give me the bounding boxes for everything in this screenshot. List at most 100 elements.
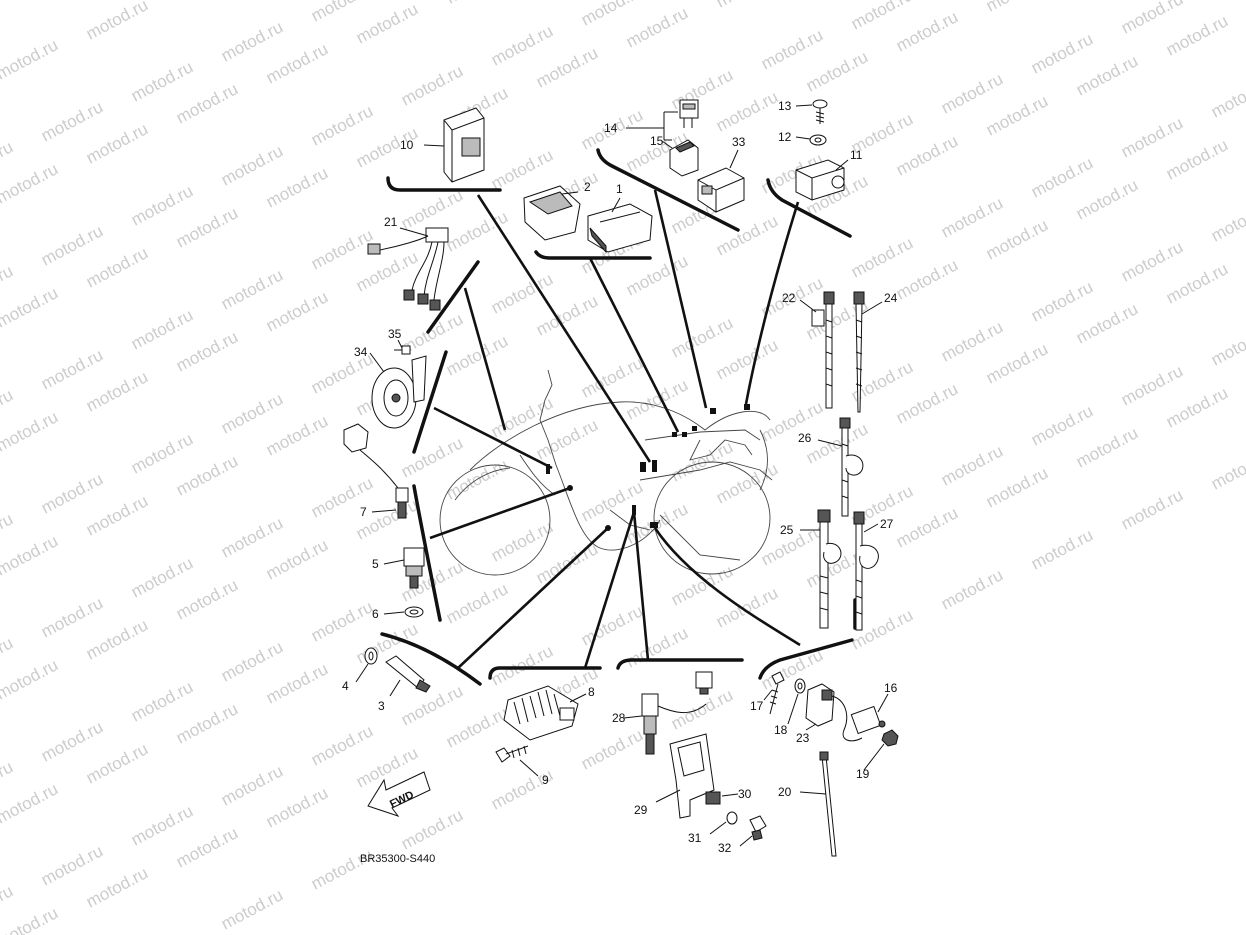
watermark-text: motod.ru <box>713 335 781 383</box>
watermark-text: motod.ru <box>668 313 736 361</box>
watermark-text: motod.ru <box>218 17 286 65</box>
watermark-text: motod.ru <box>218 513 286 561</box>
callout-13: 13 <box>778 99 792 113</box>
watermark-text: motod.ru <box>443 0 511 8</box>
watermark-text: motod.ru <box>1073 423 1141 471</box>
watermark-text: motod.ru <box>533 415 601 463</box>
callout-26: 26 <box>798 431 812 445</box>
watermark-text: motod.ru <box>668 437 736 485</box>
watermark-text: motod.ru <box>128 305 196 353</box>
callout-12: 12 <box>778 130 792 144</box>
callout-18: 18 <box>774 723 788 737</box>
part-8-rectifier <box>503 685 587 741</box>
watermark-text: motod.ru <box>218 389 286 437</box>
watermark-text: motod.ru <box>0 261 16 309</box>
watermark-text: motod.ru <box>848 0 916 34</box>
watermark-text: motod.ru <box>893 503 961 551</box>
callout-23: 23 <box>796 731 810 745</box>
watermark-text: motod.ru <box>1163 259 1231 307</box>
callout-16: 16 <box>884 681 898 695</box>
watermark-text: motod.ru <box>1208 445 1246 493</box>
part-19-nut <box>863 729 899 771</box>
watermark-text: motod.ru <box>173 79 241 127</box>
watermark-text: motod.ru <box>803 47 871 95</box>
watermark-text: motod.ru <box>83 0 151 44</box>
watermark-text: motod.ru <box>0 903 61 935</box>
watermark-text: motod.ru <box>578 601 646 649</box>
callout-20: 20 <box>778 785 792 799</box>
callout-30: 30 <box>738 787 752 801</box>
part-25-cable-tie <box>800 509 842 629</box>
watermark-text: motod.ru <box>1028 277 1096 325</box>
callout-14: 14 <box>604 121 618 135</box>
callout-34: 34 <box>354 345 368 359</box>
part-16-switch <box>831 693 889 742</box>
callout-4: 4 <box>342 679 349 693</box>
watermark-text: motod.ru <box>983 0 1051 16</box>
watermark-text: motod.ru <box>173 0 241 4</box>
diagram-code: BR35300-S440 <box>360 853 435 865</box>
watermark-text: motod.ru <box>578 0 646 30</box>
watermark-text: motod.ru <box>938 69 1006 117</box>
watermark-text: motod.ru <box>263 163 331 211</box>
watermark-text: motod.ru <box>623 375 691 423</box>
callout-21: 21 <box>384 215 398 229</box>
watermark-text: motod.ru <box>38 593 106 641</box>
watermark-text: motod.ru <box>1208 73 1246 121</box>
part-7-sensor <box>343 423 409 519</box>
watermark-text: motod.ru <box>758 397 826 445</box>
watermark-text: motod.ru <box>488 641 556 689</box>
watermark-text: motod.ru <box>983 91 1051 139</box>
watermark-text: motod.ru <box>128 57 196 105</box>
part-21-sub-harness <box>367 227 449 311</box>
watermark-text: motod.ru <box>0 531 61 579</box>
watermark-text: motod.ru <box>623 623 691 671</box>
part-18-washer <box>787 678 806 725</box>
callout-19: 19 <box>856 767 870 781</box>
callout-27: 27 <box>880 517 894 531</box>
watermark-text: motod.ru <box>173 327 241 375</box>
watermark-text: motod.ru <box>983 463 1051 511</box>
part-30-grommet <box>705 791 739 805</box>
part-13-screw <box>795 99 828 124</box>
callout-1: 1 <box>616 182 623 196</box>
part-27-cable-tie <box>853 511 879 631</box>
watermark-text: motod.ru <box>1163 11 1231 59</box>
watermark-text: motod.ru <box>0 385 16 433</box>
watermark-text: motod.ru <box>893 7 961 55</box>
watermark-text: motod.ru <box>623 3 691 51</box>
watermark-text: motod.ru <box>1163 135 1231 183</box>
watermark-text: motod.ru <box>1073 51 1141 99</box>
watermark-text: motod.ru <box>1028 525 1096 573</box>
watermark-text: motod.ru <box>263 659 331 707</box>
watermark-text: motod.ru <box>263 411 331 459</box>
watermark-text: motod.ru <box>38 97 106 145</box>
watermark-text: motod.ru <box>1073 299 1141 347</box>
watermark-text: motod.ru <box>83 739 151 787</box>
part-34-horn <box>369 352 427 429</box>
part-26-cable-tie <box>817 417 864 517</box>
watermark-text: motod.ru <box>713 211 781 259</box>
watermark-text: motod.ru <box>398 805 466 853</box>
watermark-text: motod.ru <box>848 233 916 281</box>
watermark-text: motod.ru <box>1028 153 1096 201</box>
watermark-text: motod.ru <box>938 193 1006 241</box>
watermark-text: motod.ru <box>0 137 16 185</box>
part-31-collar <box>709 811 738 835</box>
watermark-text: motod.ru <box>1118 113 1186 161</box>
watermark-text: motod.ru <box>0 35 61 83</box>
part-5-sender <box>383 547 425 589</box>
watermark-text: motod.ru <box>713 583 781 631</box>
watermark-text: motod.ru <box>83 491 151 539</box>
callout-33: 33 <box>732 135 746 149</box>
watermark-text: motod.ru <box>218 885 286 933</box>
group-brackets <box>380 148 857 686</box>
watermark-text: motod.ru <box>488 269 556 317</box>
watermark-text: motod.ru <box>308 597 376 645</box>
watermark-text: motod.ru <box>0 283 61 331</box>
watermark-text: motod.ru <box>353 247 421 295</box>
watermark-text: motod.ru <box>308 0 376 26</box>
part-33-relay-unit <box>697 149 745 213</box>
watermark-text: motod.ru <box>758 25 826 73</box>
